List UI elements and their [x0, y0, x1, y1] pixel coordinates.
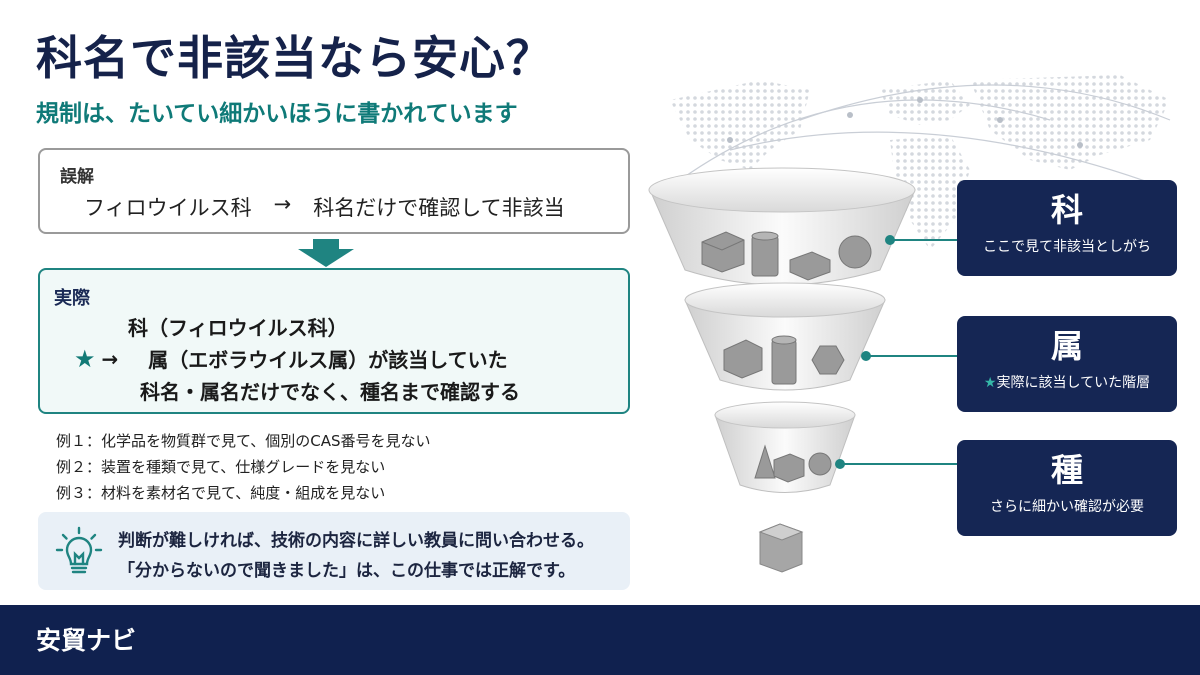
down-arrow-icon	[298, 239, 354, 267]
level-desc-wrapper: ★実際に該当していた階層	[957, 372, 1177, 392]
misconception-label: 誤解	[60, 167, 94, 187]
reality-box: 実際 科（フィロウイルス科） ★ → 属（エボラウイルス属）が該当していた 科名…	[38, 268, 630, 414]
reality-family-line: 科（フィロウイルス科）	[128, 316, 348, 340]
reality-conclusion: 科名・属名だけでなく、種名まで確認する	[140, 380, 520, 404]
level-desc: ここで見て非該当としがち	[983, 239, 1151, 255]
examples-list: 例１：化学品を物質群で見て、個別のCAS番号を見ない 例２：装置を種類で見て、仕…	[56, 428, 431, 506]
connector-line	[840, 463, 957, 465]
tip-box: 判断が難しければ、技術の内容に詳しい教員に問い合わせる。 「分からないので聞きま…	[38, 512, 630, 590]
level-box-genus: 属 ★実際に該当していた階層	[957, 316, 1177, 412]
misconception-arrow: →	[273, 192, 292, 216]
level-box-family: 科 ここで見て非該当としがち	[957, 180, 1177, 276]
page-title: 科名で非該当なら安心？	[36, 31, 553, 85]
reality-label: 実際	[54, 288, 90, 309]
tip-line-1: 判断が難しければ、技術の内容に詳しい教員に問い合わせる。	[118, 531, 594, 551]
page-subtitle: 規制は、たいてい細かいほうに書かれています	[36, 101, 518, 127]
example-item: 例１：化学品を物質群で見て、個別のCAS番号を見ない	[56, 432, 431, 450]
connector-line	[890, 239, 957, 241]
reality-arrow: →	[101, 346, 119, 371]
level-box-species: 種 さらに細かい確認が必要	[957, 440, 1177, 536]
star-icon: ★	[983, 375, 997, 391]
example-item: 例３：材料を素材名で見て、純度・組成を見ない	[56, 484, 386, 502]
connector-dot	[885, 235, 895, 245]
footer-bar: 安貿ナビ	[0, 605, 1200, 675]
level-title: 科	[1050, 191, 1083, 229]
level-title: 種	[1050, 451, 1083, 489]
star-icon: ★	[74, 344, 96, 373]
lightbulb-icon	[55, 526, 103, 574]
misconception-line: フィロウイルス科 → 科名だけで確認して非該当	[84, 192, 565, 222]
misconception-box: 誤解 フィロウイルス科 → 科名だけで確認して非該当	[38, 148, 630, 234]
connector-dot	[861, 351, 871, 361]
misconception-result: 科名だけで確認して非該当	[313, 196, 565, 220]
level-desc: さらに細かい確認が必要	[990, 499, 1144, 515]
reality-genus-line: ★ → 属（エボラウイルス属）が該当していた	[74, 344, 508, 373]
level-title: 属	[1050, 327, 1083, 365]
funnel-graphic	[648, 167, 916, 573]
level-desc: 実際に該当していた階層	[996, 375, 1151, 391]
tip-line-2: 「分からないので聞きました」は、この仕事では正解です。	[118, 561, 576, 581]
brand-logo-text: 安貿ナビ	[36, 626, 137, 655]
reality-genus-text: 属（エボラウイルス属）が該当していた	[148, 348, 508, 372]
example-item: 例２：装置を種類で見て、仕様グレードを見ない	[56, 458, 386, 476]
misconception-family: フィロウイルス科	[84, 196, 252, 220]
connector-dot	[835, 459, 845, 469]
connector-line	[866, 355, 957, 357]
